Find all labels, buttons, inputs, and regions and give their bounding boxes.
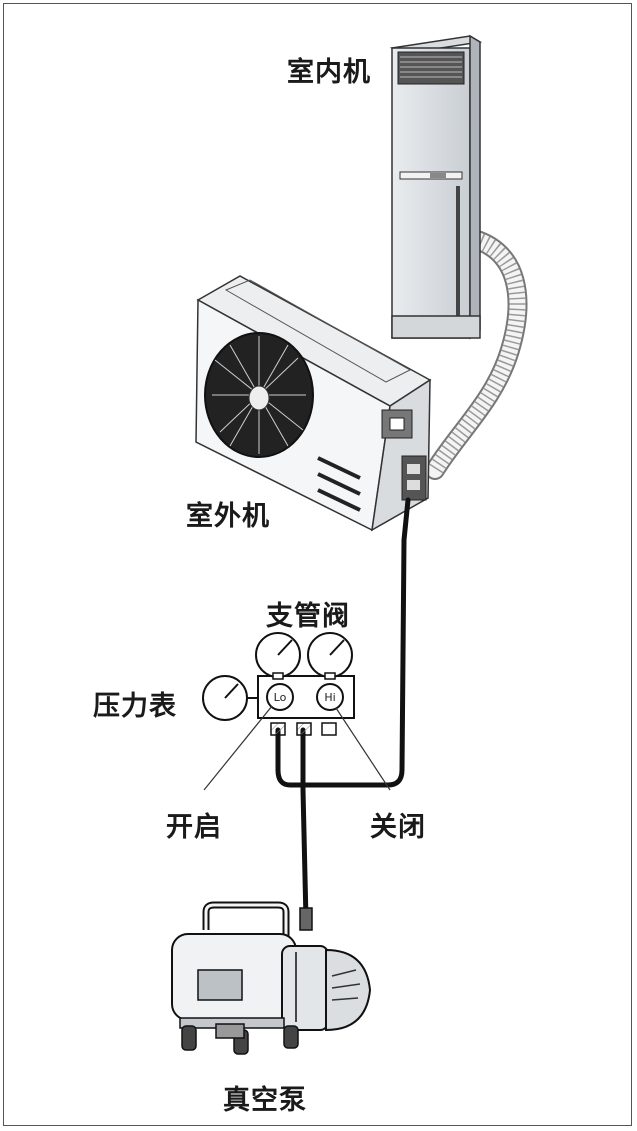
vacuum-pump-label: 真空泵 bbox=[223, 1085, 307, 1116]
connecting-pipe-bundle bbox=[425, 228, 528, 480]
low-side-valve bbox=[266, 683, 294, 711]
indoor-unit bbox=[389, 34, 483, 340]
diagram-frame bbox=[3, 3, 632, 1126]
high-side-valve bbox=[316, 683, 344, 711]
open-label: 开启 bbox=[166, 812, 222, 843]
leader-lines bbox=[203, 705, 391, 791]
pressure-gauge-label: 压力表 bbox=[93, 691, 177, 722]
manifold-valve-label: 支管阀 bbox=[266, 601, 350, 632]
manifold-gauge-set: Lo Hi bbox=[202, 632, 355, 736]
outdoor-unit-label: 室外机 bbox=[186, 501, 270, 532]
vacuum-pump bbox=[171, 901, 372, 1055]
closed-label: 关闭 bbox=[370, 812, 426, 843]
indoor-unit-label: 室内机 bbox=[287, 57, 371, 88]
low-side-label: Lo bbox=[274, 691, 287, 704]
outdoor-unit bbox=[195, 275, 432, 532]
high-side-label: Hi bbox=[324, 691, 335, 704]
charging-hoses bbox=[275, 497, 411, 923]
